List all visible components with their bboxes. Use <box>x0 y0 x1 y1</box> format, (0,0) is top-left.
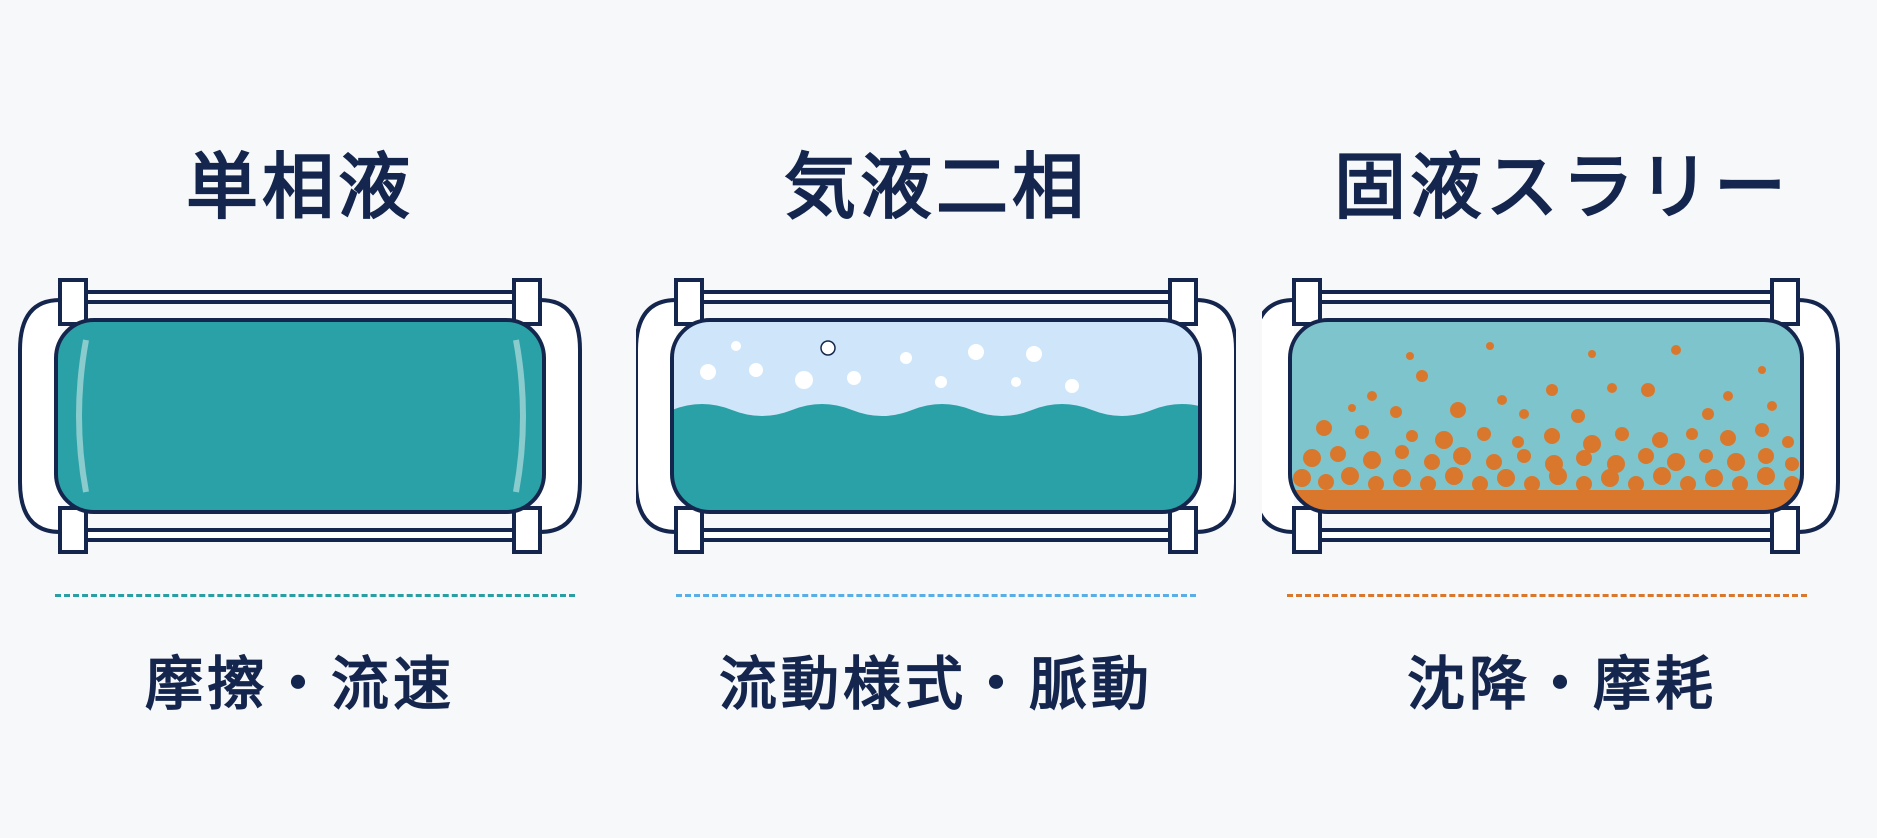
panel-gas-liquid: 気液二相 流動様式・脈動 <box>636 0 1236 838</box>
panel-caption: 摩擦・流速 <box>144 650 455 718</box>
pipe-slurry-icon <box>1262 278 1840 554</box>
panel-slurry: 固液スラリー <box>1262 0 1862 838</box>
pipe-gas-liquid-icon <box>636 278 1236 554</box>
panel-caption: 沈降・摩耗 <box>1406 650 1717 718</box>
orange-dashed-divider <box>1287 594 1807 597</box>
pipe-single-phase-icon <box>18 278 582 554</box>
blue-dashed-divider <box>676 594 1196 597</box>
panel-title: 固液スラリー <box>1333 145 1790 229</box>
panel-caption: 流動様式・脈動 <box>718 650 1153 718</box>
panel-title: 単相液 <box>185 145 414 229</box>
teal-dashed-divider <box>55 594 575 597</box>
panel-title: 気液二相 <box>783 145 1088 229</box>
panel-single-phase-liquid: 単相液 摩擦・流速 <box>0 0 600 838</box>
